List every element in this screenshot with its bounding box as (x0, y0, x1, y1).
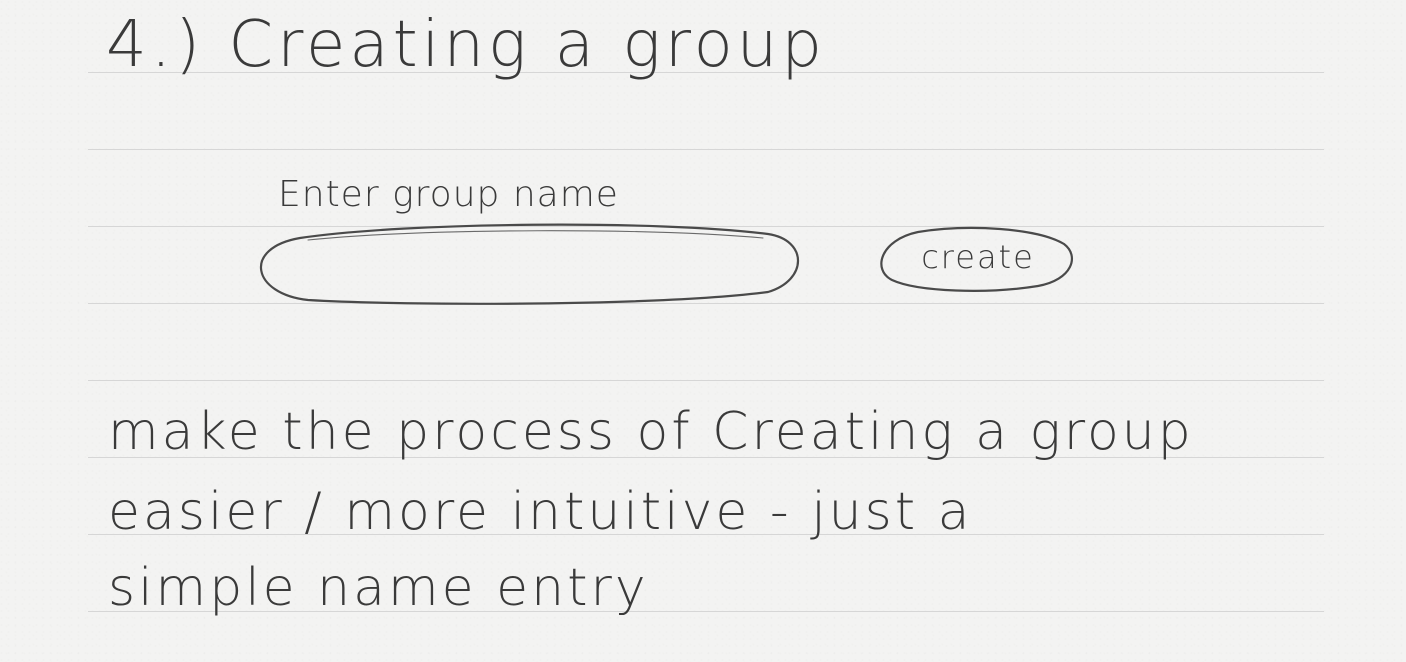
rule-line (88, 534, 1324, 535)
rule-line (88, 611, 1324, 612)
rule-line (88, 226, 1324, 227)
rule-line (88, 149, 1324, 150)
note-line-2: easier / more intuitive - just a (108, 482, 973, 542)
group-name-input-outline (259, 223, 800, 305)
group-name-input[interactable] (286, 244, 760, 286)
note-line-3: simple name entry (108, 558, 649, 618)
note-line-1: make the process of Creating a group (108, 402, 1194, 462)
create-button[interactable]: create (878, 226, 1078, 294)
rule-line (88, 303, 1324, 304)
create-button-outline (880, 226, 1074, 292)
page-title: 4.) Creating a group (106, 8, 826, 82)
group-name-label: Enter group name (278, 174, 619, 215)
rule-line (88, 457, 1324, 458)
rule-line (88, 72, 1324, 73)
rule-line (88, 380, 1324, 381)
create-button-label: create (921, 238, 1035, 276)
